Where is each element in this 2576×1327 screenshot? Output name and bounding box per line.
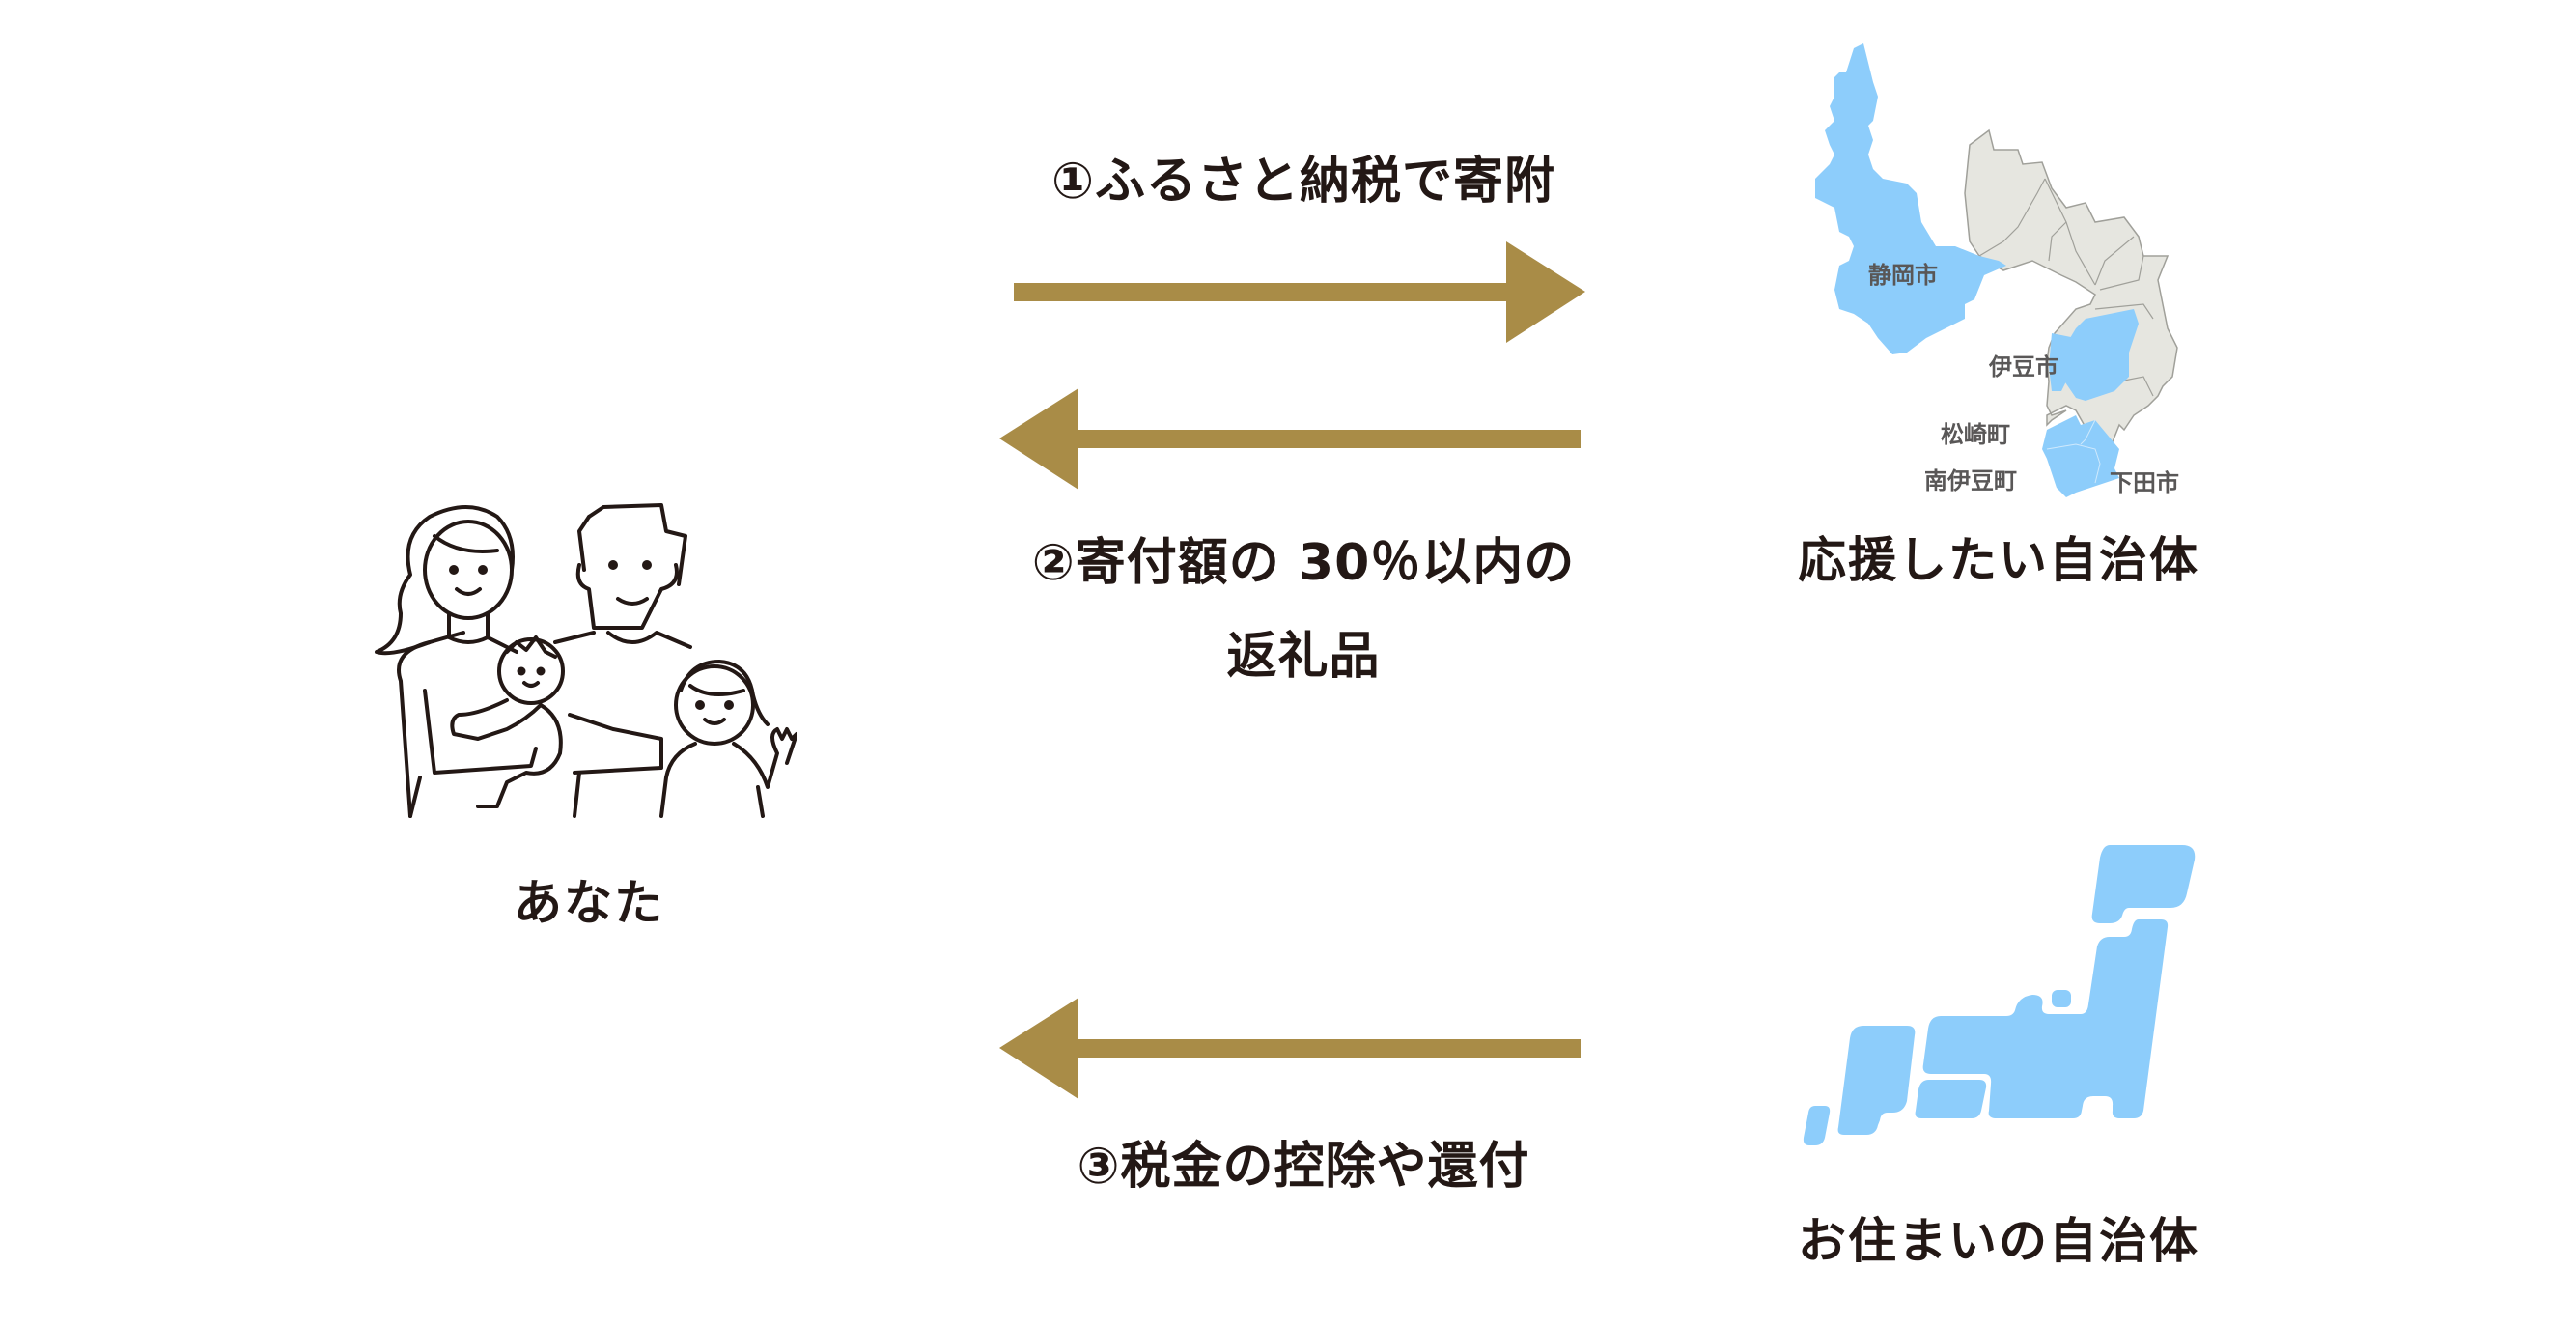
step-1-text: ①ふるさと納税で寄附 bbox=[966, 140, 1641, 212]
arrow-left-icon bbox=[999, 998, 1583, 1099]
arrow-left-icon bbox=[999, 388, 1583, 490]
map-label-matsuzaki: 松崎町 bbox=[1941, 421, 2010, 448]
step-3-text: ③税金の控除や還付 bbox=[966, 1125, 1641, 1198]
step-1-label: ふるさと納税で寄附 bbox=[1095, 153, 1556, 211]
supported-municipality-label: 応援したい自治体 bbox=[1798, 532, 2199, 588]
arrow-right-icon bbox=[1014, 241, 1593, 343]
shizuoka-map: 静岡市 伊豆市 松崎町 南伊豆町 下田市 bbox=[1786, 19, 2221, 502]
step-3-label: 税金の控除や還付 bbox=[1120, 1138, 1530, 1196]
step-2-line1: ②寄付額の 30％以内の bbox=[1031, 534, 1576, 592]
japan-map-icon bbox=[1786, 831, 2230, 1159]
step-2-text: ②寄付額の 30％以内の 返礼品 bbox=[927, 522, 1680, 688]
step-1-number: ① bbox=[1050, 153, 1095, 211]
map-label-izu: 伊豆市 bbox=[1989, 353, 2058, 381]
family-illustration bbox=[372, 497, 797, 821]
step-3-number: ③ bbox=[1077, 1138, 1121, 1196]
map-label-minami-izu: 南伊豆町 bbox=[1924, 467, 2017, 494]
map-label-shizuoka: 静岡市 bbox=[1868, 262, 1938, 289]
step-2-line2: 返礼品 bbox=[1226, 628, 1381, 686]
you-label: あなた bbox=[514, 875, 664, 931]
home-municipality-label: お住まいの自治体 bbox=[1798, 1213, 2199, 1269]
map-label-shimoda: 下田市 bbox=[2110, 469, 2179, 496]
step-2-number: ② bbox=[1031, 534, 1076, 592]
